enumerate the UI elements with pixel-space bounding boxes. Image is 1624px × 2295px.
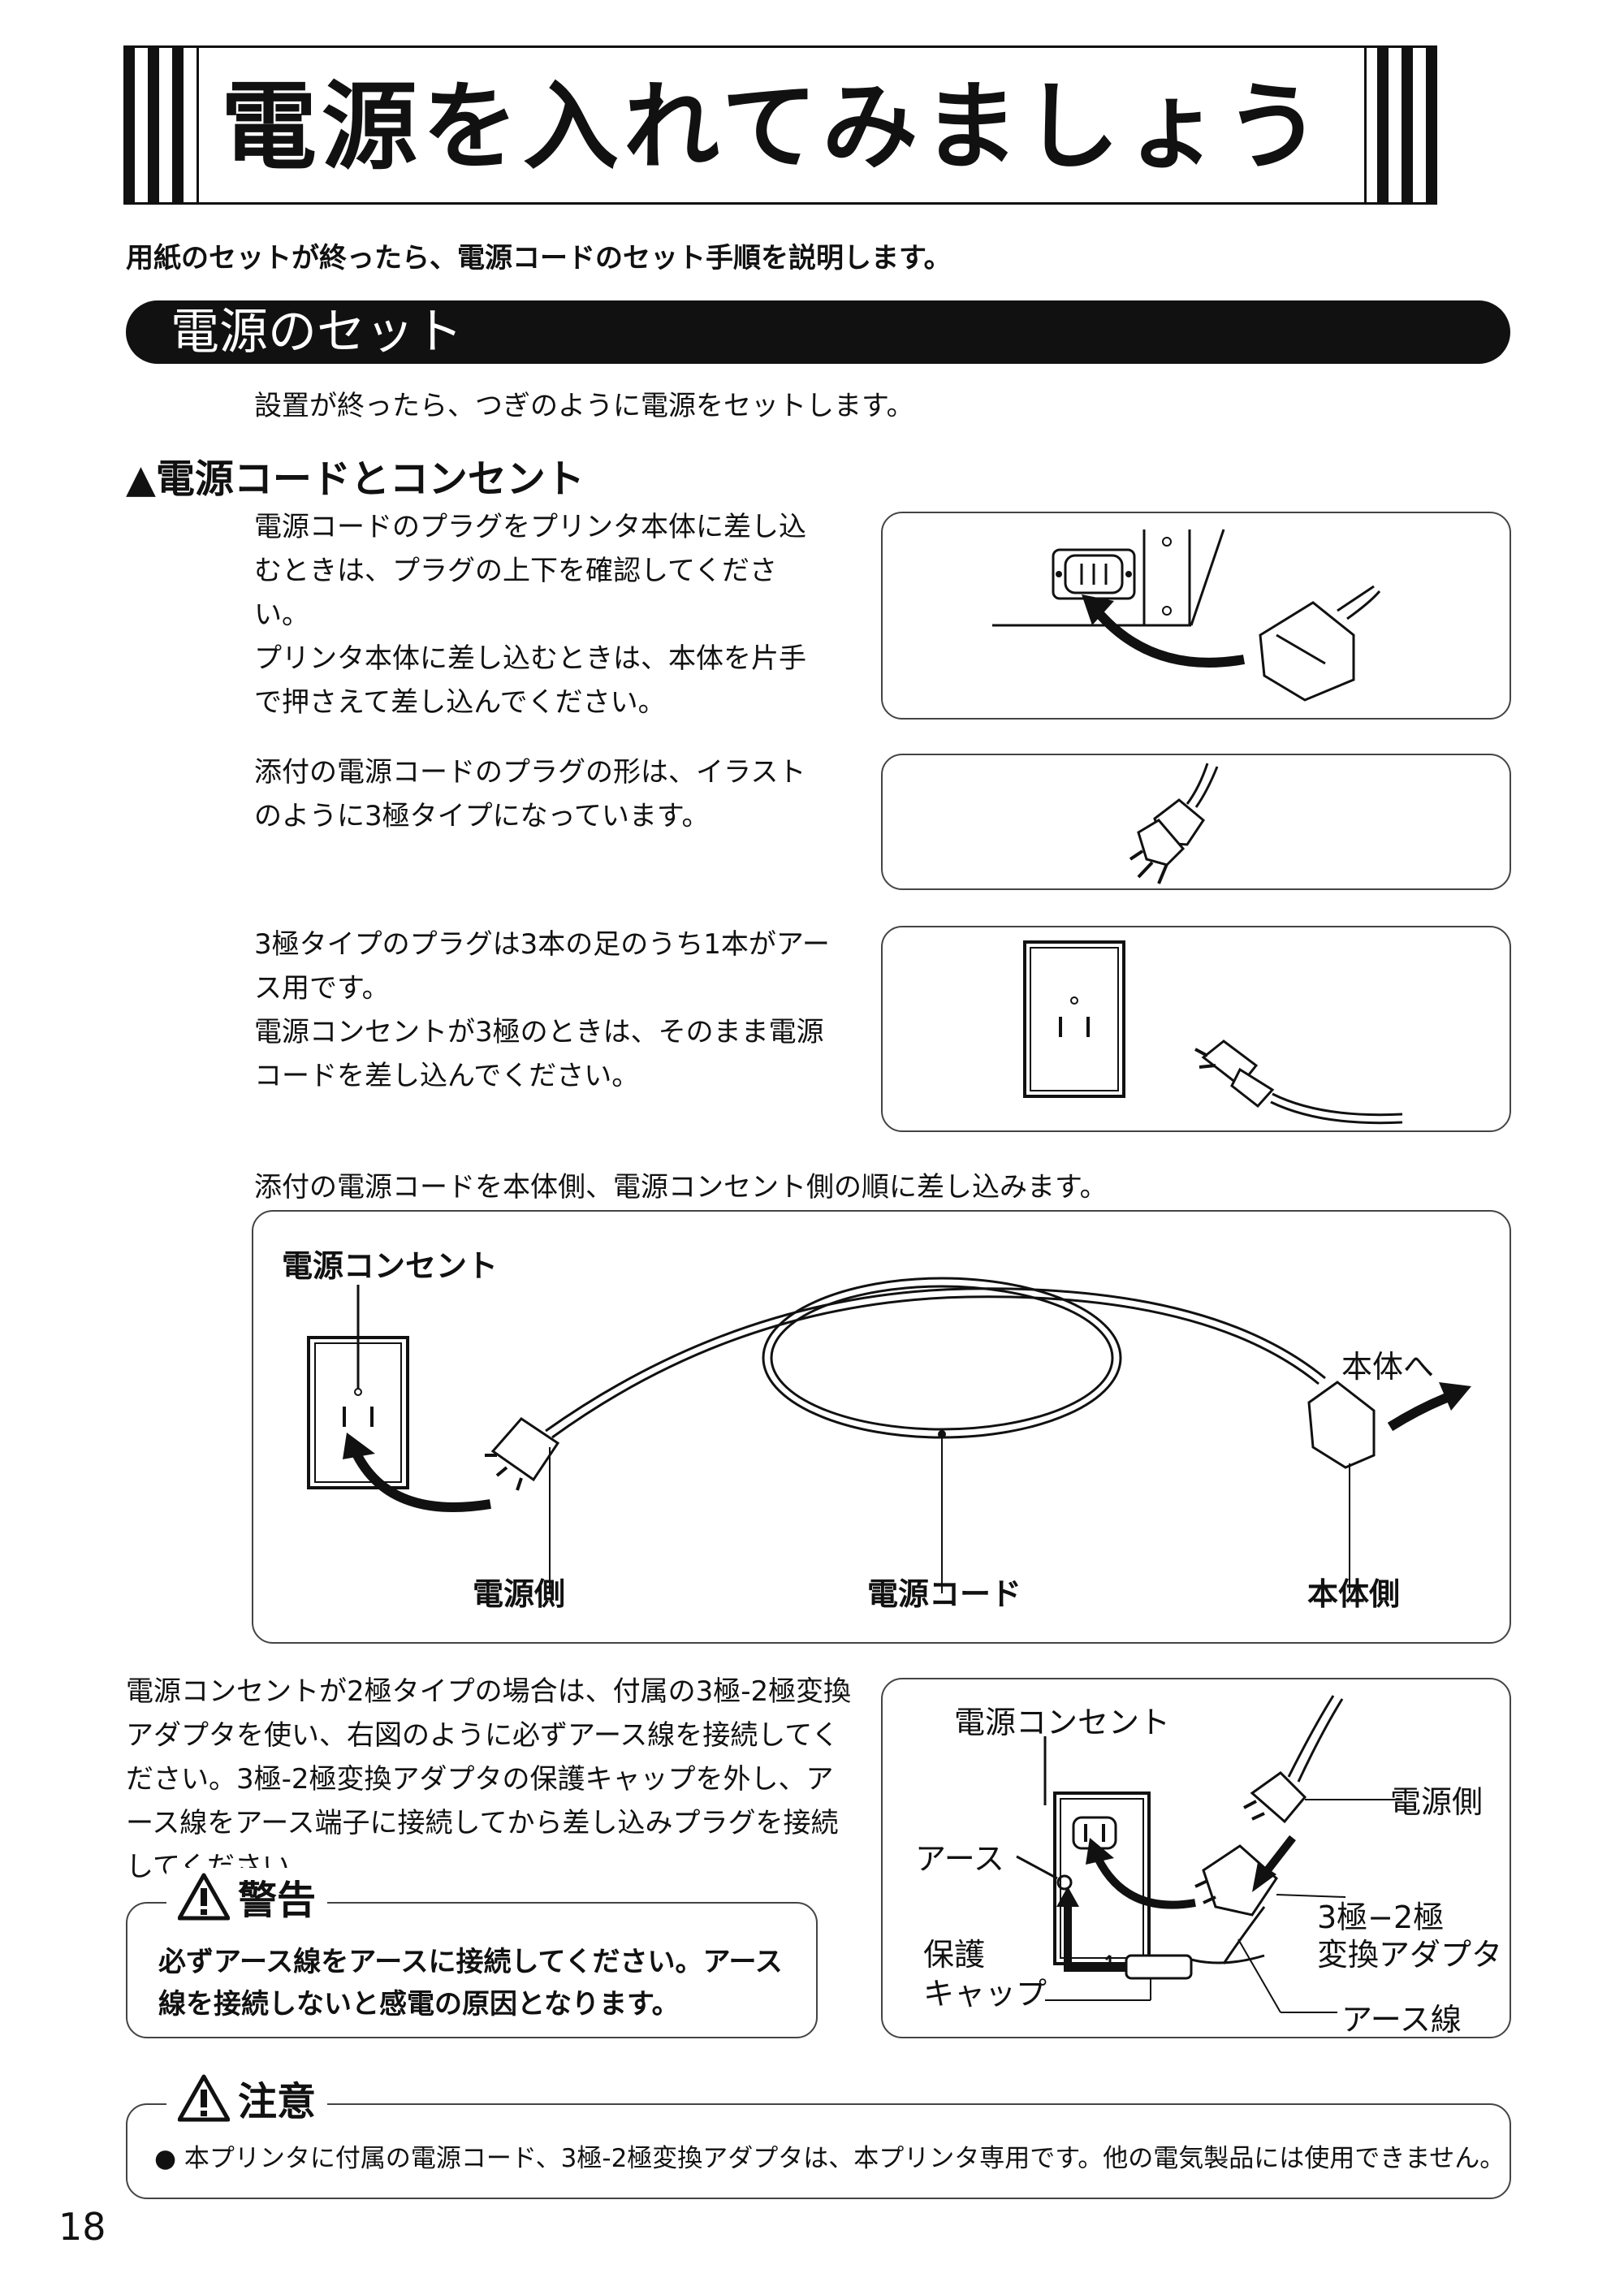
label-cap-1: 保護 bbox=[923, 1937, 986, 1973]
warning-title: 警告 bbox=[238, 1878, 317, 1923]
title-bar-right-1 bbox=[1426, 45, 1437, 205]
label-earth-wire: アース線 bbox=[1341, 2002, 1462, 2038]
figure-cord-connection: 電源コンセント 本体へ 電源側 電源コード 本体側 bbox=[252, 1210, 1511, 1644]
figure-3pin-plug bbox=[881, 754, 1511, 890]
label-power-side: 電源側 bbox=[473, 1576, 566, 1612]
label-body-side: 本体側 bbox=[1307, 1576, 1401, 1612]
label-adapter-2: 変換アダプタ bbox=[1317, 1937, 1503, 1973]
warning-heading: 警告 bbox=[166, 1868, 328, 1925]
label-adapter-1: 3極−2極 bbox=[1317, 1900, 1445, 1935]
label-earth: アース bbox=[915, 1841, 1004, 1877]
figure-3pin-outlet bbox=[881, 926, 1511, 1132]
title-bar-right-2 bbox=[1402, 45, 1413, 205]
label-to-body: 本体へ bbox=[1341, 1349, 1435, 1385]
section-title: 電源のセット bbox=[171, 304, 463, 361]
title-bar-left-1 bbox=[123, 45, 135, 205]
title-frame bbox=[123, 45, 1437, 205]
cord-connection-illustration bbox=[307, 1277, 1471, 1593]
label-cap-2: キャップ bbox=[923, 1976, 1047, 2012]
adapter-instructions: 電源コンセントが2極タイプの場合は、付属の3極-2極変換アダプタを使い、右図のよ… bbox=[126, 1675, 852, 1883]
page-number: 18 bbox=[58, 2205, 106, 2249]
adapter-connection-illustration bbox=[1016, 1695, 1402, 2013]
title-bar-left-4 bbox=[197, 45, 199, 205]
section-header-bar bbox=[126, 300, 1510, 364]
paragraph-earth-pin: 3極タイプのプラグは3本の足のうち1本がアース用です。 電源コンセントが3極のと… bbox=[254, 923, 831, 1098]
label-outlet: 電源コンセント bbox=[954, 1705, 1171, 1740]
subsection-heading: ▲電源コードとコンセント bbox=[126, 456, 585, 502]
printer-inlet-illustration bbox=[992, 529, 1381, 702]
paragraph-plug-shape: 添付の電源コードのプラグの形は、イラストのように3極タイプになっています。 bbox=[254, 756, 806, 832]
label-power-cord: 電源コード bbox=[867, 1576, 1022, 1612]
paragraph-line: 電源コンセントが3極のときは、そのまま電源コードを差し込んでください。 bbox=[254, 1016, 824, 1092]
figure-printer-inlet bbox=[881, 512, 1511, 720]
section-lead: 設置が終ったら、つぎのように電源をセットします。 bbox=[254, 390, 914, 422]
label-power-side: 電源側 bbox=[1390, 1784, 1484, 1820]
paragraph-line: 3極タイプのプラグは3本の足のうち1本がアース用です。 bbox=[254, 928, 830, 1005]
warning-text: 必ずアース線をアースに接続してください。アース線を接続しないと感電の原因となりま… bbox=[158, 1946, 783, 2021]
caution-title: 注意 bbox=[238, 2079, 317, 2124]
paragraph-line: プリンタ本体に差し込むときは、本体を片手で押さえて差し込んでください。 bbox=[254, 642, 806, 719]
caution-text: ● 本プリンタに付属の電源コード、3極-2極変換アダプタは、本プリンタ専用です。… bbox=[154, 2144, 1505, 2173]
caution-heading: 注意 bbox=[166, 2069, 328, 2126]
paragraph-line: 電源コードのプラグをプリンタ本体に差し込むときは、プラグの上下を確認してください… bbox=[254, 511, 806, 631]
warning-triangle-icon bbox=[178, 1873, 230, 1921]
figure-adapter-connection: 電源コンセント アース 保護 キャップ 電源側 3極−2極 変換アダプタ アース… bbox=[881, 1678, 1511, 2038]
caution-triangle-icon bbox=[178, 2074, 230, 2122]
paragraph-plug-orientation: 電源コードのプラグをプリンタ本体に差し込むときは、プラグの上下を確認してください… bbox=[254, 505, 831, 724]
title-bar-left-3 bbox=[172, 45, 184, 205]
three-pin-plug-illustration bbox=[1129, 763, 1219, 884]
warning-box bbox=[126, 1902, 818, 2038]
title-bar-right-4 bbox=[1364, 45, 1367, 205]
intro-text: 用紙のセットが終ったら、電源コードのセット手順を説明します。 bbox=[126, 242, 952, 274]
page-title: 電源を入れてみましょう bbox=[221, 71, 1326, 183]
title-bar-left-2 bbox=[148, 45, 159, 205]
connect-lead: 添付の電源コードを本体側、電源コンセント側の順に差し込みます。 bbox=[254, 1171, 1108, 1204]
title-bar-right-3 bbox=[1377, 45, 1389, 205]
three-pin-outlet-illustration bbox=[1023, 940, 1403, 1125]
caution-box bbox=[126, 2103, 1511, 2199]
label-outlet: 電源コンセント bbox=[282, 1248, 499, 1284]
